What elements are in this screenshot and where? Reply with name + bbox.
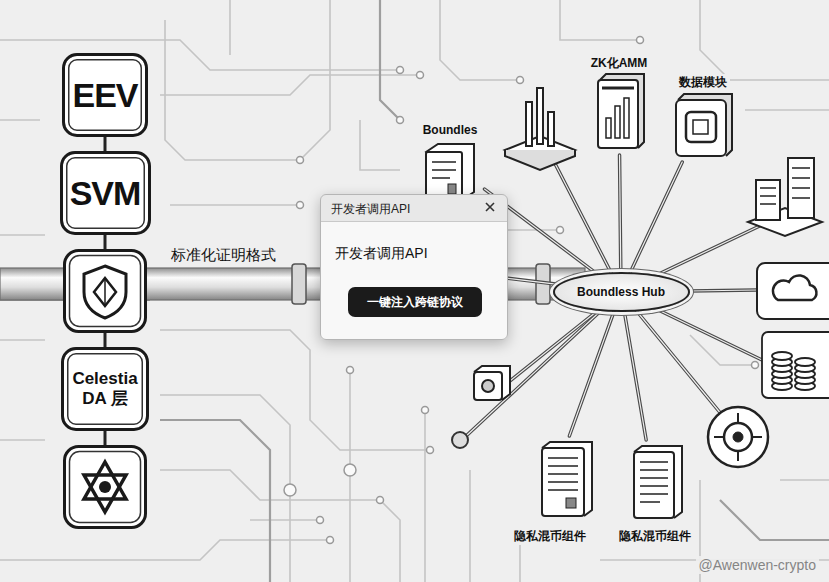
coin-stack-icon [762, 332, 829, 398]
cable-connector [620, 155, 621, 272]
bar-tower-icon [505, 88, 575, 170]
cable-connector [630, 162, 682, 272]
module-node: 隐私混币组件 [612, 440, 698, 544]
watermark: @Awenwen-crypto [696, 556, 819, 574]
module-node: ZK化AMM [584, 55, 655, 155]
node-text: EEV [72, 76, 137, 115]
cloud-box-icon [757, 263, 829, 319]
connector-line [624, 312, 646, 440]
cable-connector [508, 278, 558, 284]
connector-line [630, 162, 682, 272]
small-box-icon [474, 366, 510, 400]
connector-line [508, 278, 558, 284]
api-dialog: 开发者调用API 开发者调用API 一键注入跨链协议 [320, 194, 508, 340]
inject-button: 一键注入跨链协议 [348, 287, 482, 317]
module-node: Boundles [416, 122, 485, 204]
mixer-icon-2 [634, 446, 682, 518]
star-icon-box [65, 447, 146, 528]
da-layer-box: Celestia DA 层 [61, 347, 149, 431]
node-text: 数据模块 [676, 74, 730, 90]
node-text: 隐私混币组件 [511, 528, 589, 544]
connector-line [630, 162, 682, 272]
server-icon [426, 144, 474, 200]
chain-icon-box: EEV [62, 53, 148, 137]
node-text: 开发者调用API [331, 201, 410, 218]
amm-chart-icon [598, 74, 644, 148]
rack-icons [748, 158, 822, 236]
node-text: 隐私混币组件 [616, 528, 694, 544]
node-text: ZK化AMM [588, 55, 651, 71]
gear-icon [708, 407, 768, 467]
node-text: 开发者调用API [335, 245, 428, 263]
node-text: Celestia DA 层 [69, 369, 141, 410]
node-text: SVM [70, 174, 141, 213]
module-node: 数据模块 [670, 74, 736, 162]
data-module-icon [676, 94, 732, 156]
connector-line [624, 312, 646, 440]
connector-line [569, 312, 614, 436]
pipe-label: 标准化证明格式 [168, 246, 279, 264]
connector-line [620, 155, 621, 272]
node-dot [452, 432, 468, 448]
node-text: Boundles [420, 122, 481, 138]
chain-icon-box: SVM [60, 151, 151, 235]
node-text: Boundless Hub [577, 285, 665, 299]
hub-ellipse: Boundless Hub [553, 272, 690, 312]
shield-icon-box [65, 251, 146, 332]
connector-line [508, 278, 558, 284]
mixer-icon-1 [542, 442, 592, 516]
connector-line [620, 155, 621, 272]
node-text: 一键注入跨链协议 [367, 294, 463, 311]
connector-line [569, 312, 614, 436]
cable-connector [624, 312, 646, 440]
cable-connector [569, 312, 614, 436]
module-node: 隐私混币组件 [500, 436, 600, 544]
